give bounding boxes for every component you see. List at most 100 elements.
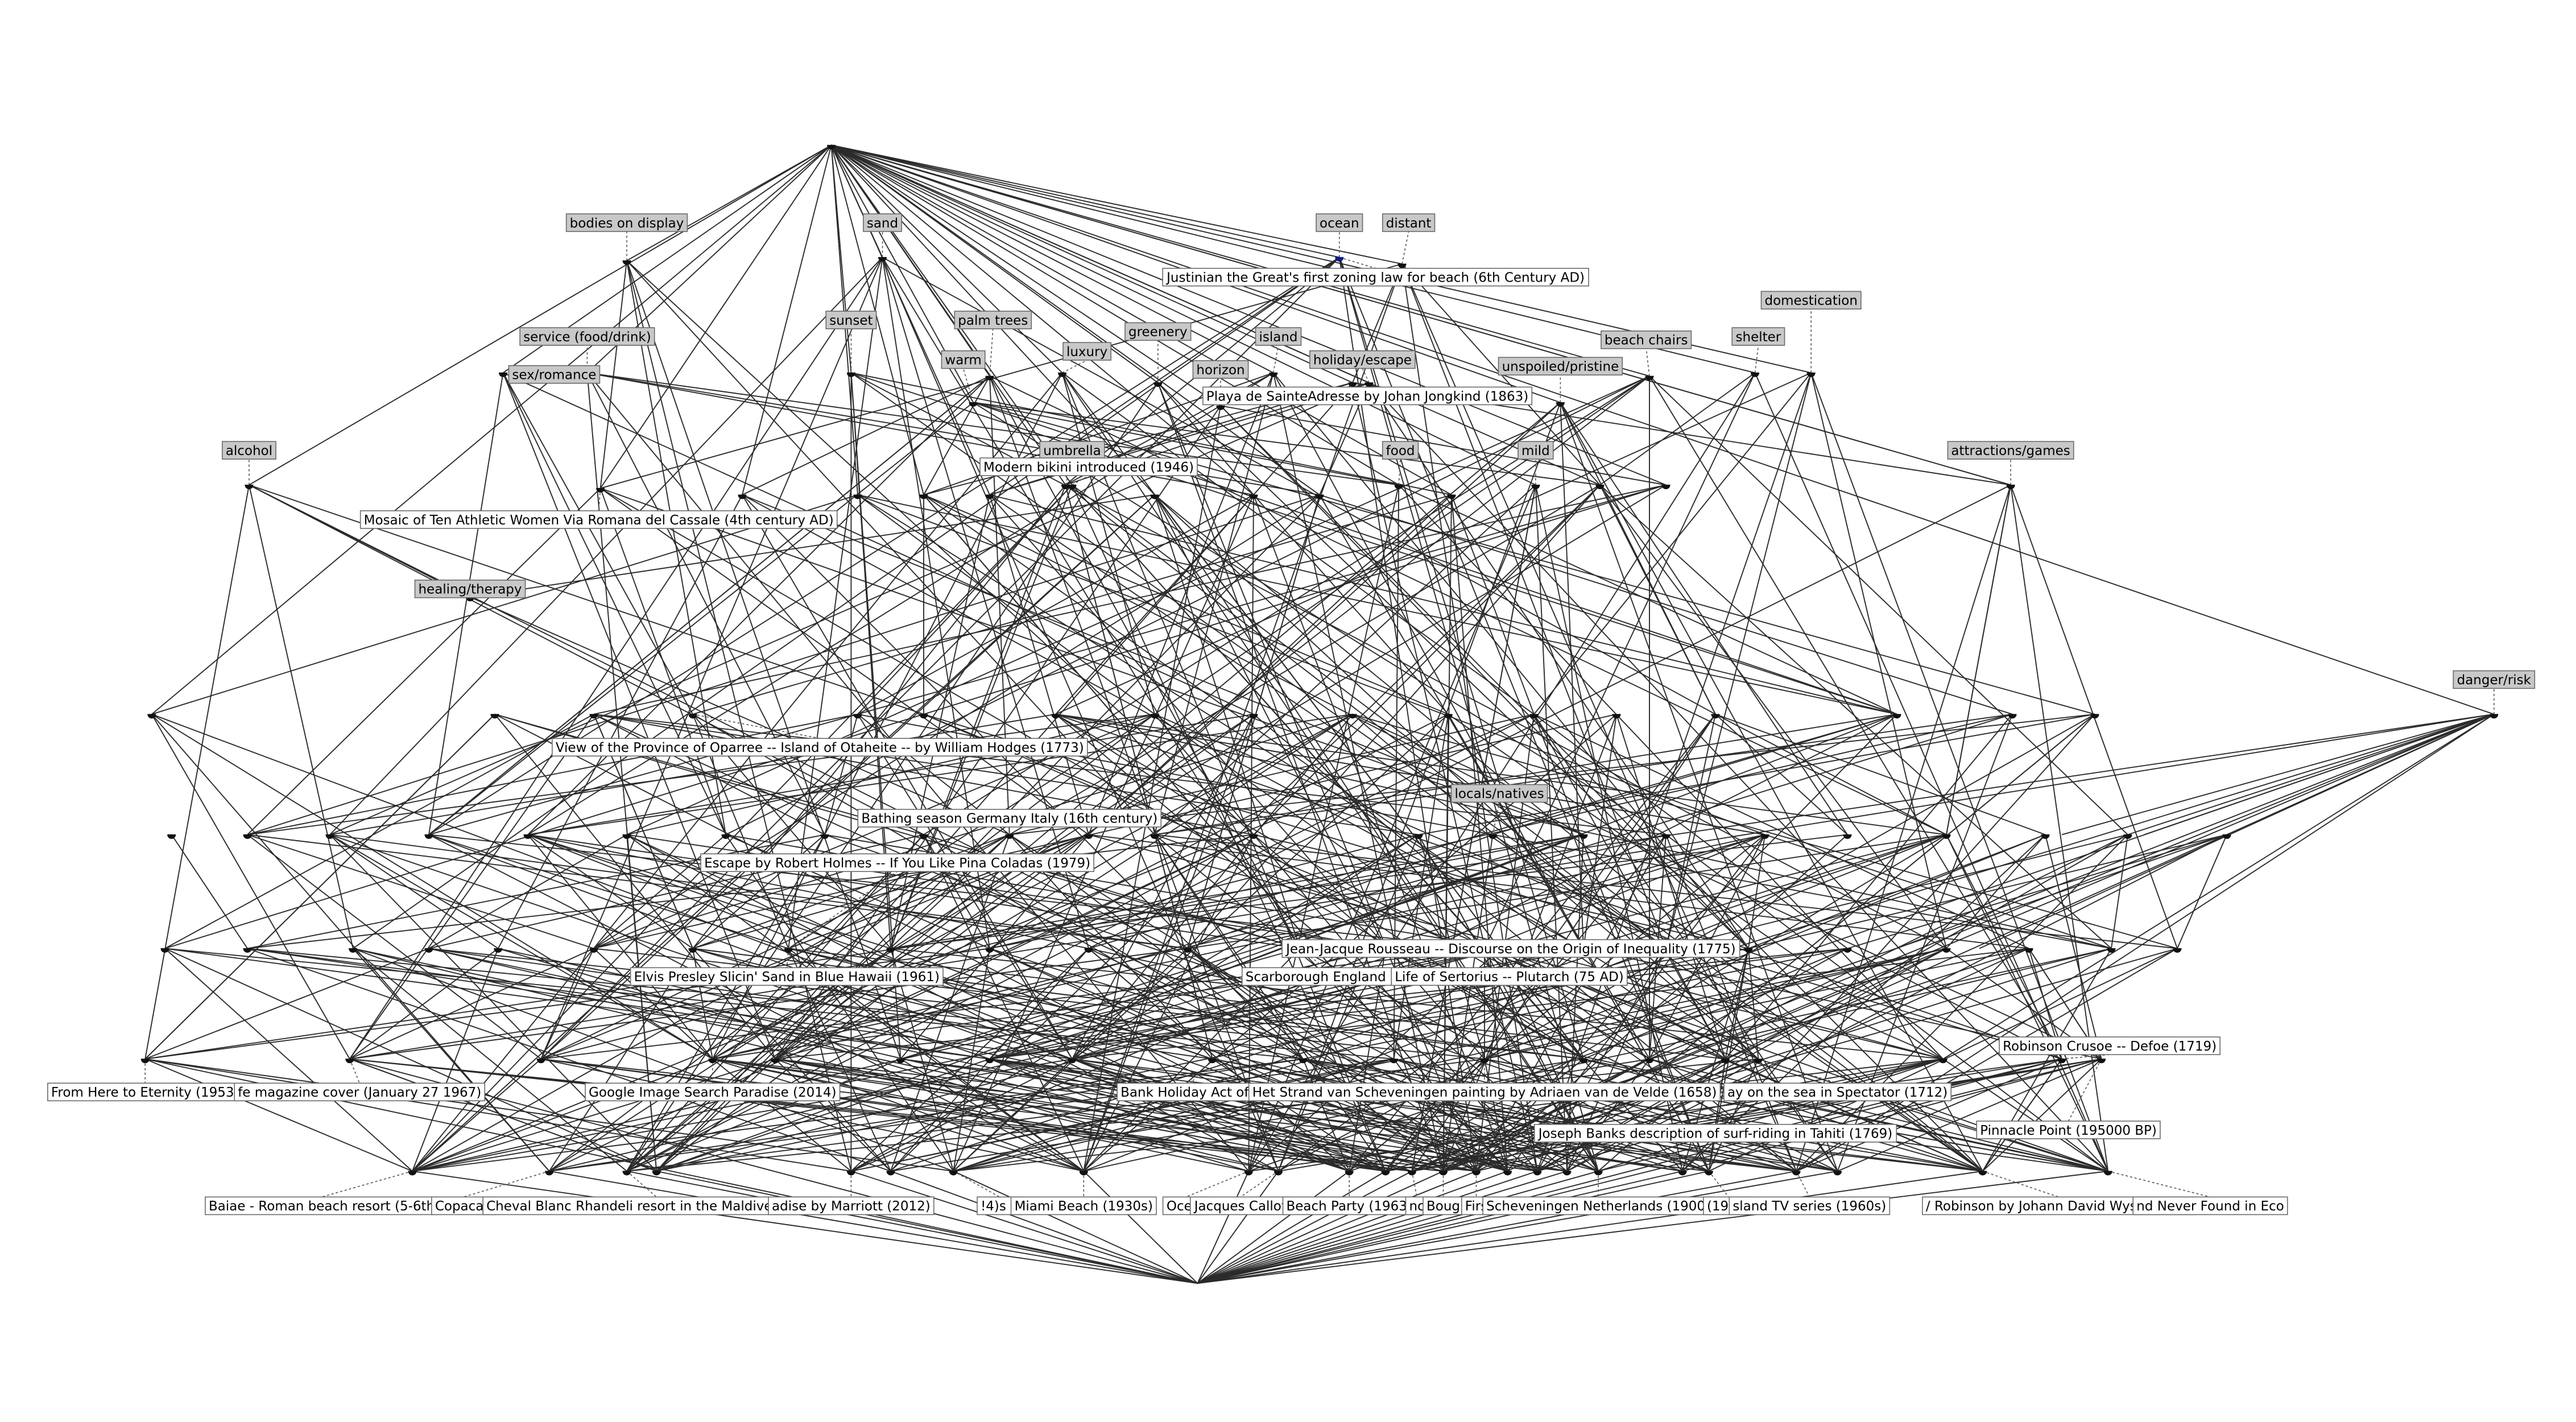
concept-node[interactable] bbox=[1183, 948, 1192, 953]
concept-node[interactable] bbox=[2222, 834, 2231, 839]
concept-node[interactable] bbox=[1335, 257, 1344, 262]
concept-node[interactable] bbox=[1249, 834, 1258, 839]
concept-node[interactable] bbox=[1594, 1171, 1603, 1176]
concept-node[interactable] bbox=[1208, 1059, 1217, 1064]
concept-node[interactable] bbox=[1273, 1171, 1283, 1176]
concept-node[interactable] bbox=[853, 714, 862, 719]
concept-node[interactable] bbox=[1005, 834, 1014, 839]
concept-node[interactable] bbox=[1365, 382, 1374, 387]
concept-node[interactable] bbox=[1754, 1059, 1763, 1064]
concept-node[interactable] bbox=[2123, 834, 2132, 839]
concept-node[interactable] bbox=[1704, 1171, 1713, 1176]
concept-node[interactable] bbox=[2057, 1059, 2066, 1064]
concept-node[interactable] bbox=[1645, 1059, 1654, 1064]
concept-node[interactable] bbox=[2107, 948, 2116, 953]
concept-node[interactable] bbox=[1150, 714, 1159, 719]
concept-node[interactable] bbox=[771, 1059, 780, 1064]
concept-node[interactable] bbox=[1978, 1171, 1987, 1176]
concept-node[interactable] bbox=[536, 1059, 545, 1064]
concept-node[interactable] bbox=[1471, 1171, 1481, 1176]
concept-node[interactable] bbox=[1751, 372, 1760, 377]
concept-node[interactable] bbox=[853, 494, 862, 499]
concept-node[interactable] bbox=[688, 714, 697, 719]
concept-node[interactable] bbox=[1269, 372, 1278, 377]
concept-node[interactable] bbox=[1678, 1171, 1687, 1176]
concept-node[interactable] bbox=[1579, 834, 1588, 839]
concept-node[interactable] bbox=[1051, 714, 1060, 719]
concept-node[interactable] bbox=[1503, 1171, 1512, 1176]
concept-node[interactable] bbox=[652, 1171, 661, 1176]
concept-node[interactable] bbox=[1447, 494, 1456, 499]
concept-node[interactable] bbox=[408, 1171, 417, 1176]
concept-node[interactable] bbox=[1562, 1171, 1572, 1176]
concept-node[interactable] bbox=[985, 1059, 994, 1064]
concept-node[interactable] bbox=[1389, 1059, 1399, 1064]
concept-node[interactable] bbox=[1407, 1171, 1416, 1176]
concept-node[interactable] bbox=[1531, 485, 1540, 490]
concept-node[interactable] bbox=[1084, 948, 1093, 953]
concept-node[interactable] bbox=[1068, 485, 1077, 490]
concept-node[interactable] bbox=[2097, 1059, 2106, 1064]
concept-node[interactable] bbox=[878, 257, 887, 262]
concept-node[interactable] bbox=[243, 834, 252, 839]
concept-node[interactable] bbox=[622, 260, 631, 265]
concept-node[interactable] bbox=[349, 948, 358, 953]
concept-node[interactable] bbox=[424, 948, 433, 953]
concept-node[interactable] bbox=[1153, 382, 1163, 387]
concept-node[interactable] bbox=[498, 372, 508, 377]
concept-node[interactable] bbox=[596, 487, 605, 493]
concept-node[interactable] bbox=[1833, 1171, 1842, 1176]
concept-node[interactable] bbox=[1315, 494, 1324, 499]
concept-node[interactable] bbox=[738, 494, 747, 499]
concept-node[interactable] bbox=[1661, 834, 1671, 839]
concept-node[interactable] bbox=[1806, 372, 1816, 377]
concept-node[interactable] bbox=[969, 402, 978, 407]
concept-node[interactable] bbox=[1348, 382, 1357, 387]
concept-node[interactable] bbox=[160, 948, 169, 953]
concept-node[interactable] bbox=[1058, 372, 1067, 377]
concept-node[interactable] bbox=[784, 948, 793, 953]
concept-node[interactable] bbox=[1645, 375, 1654, 381]
concept-node[interactable] bbox=[721, 834, 730, 839]
concept-node[interactable] bbox=[494, 948, 503, 953]
concept-node[interactable] bbox=[708, 1059, 717, 1064]
concept-node[interactable] bbox=[545, 1171, 554, 1176]
concept-node[interactable] bbox=[2041, 834, 2050, 839]
concept-node[interactable] bbox=[985, 375, 994, 381]
concept-node[interactable] bbox=[1612, 714, 1621, 719]
concept-node[interactable] bbox=[1394, 485, 1403, 490]
concept-node[interactable] bbox=[2103, 1171, 2112, 1176]
concept-node[interactable] bbox=[167, 834, 176, 839]
concept-node[interactable] bbox=[1760, 834, 1769, 839]
concept-node[interactable] bbox=[345, 1059, 354, 1064]
concept-node[interactable] bbox=[985, 494, 994, 499]
concept-node[interactable] bbox=[1348, 714, 1357, 719]
concept-node[interactable] bbox=[1079, 1171, 1088, 1176]
concept-node[interactable] bbox=[1843, 834, 1852, 839]
concept-node[interactable] bbox=[1661, 485, 1671, 490]
concept-node[interactable] bbox=[919, 714, 928, 719]
concept-node[interactable] bbox=[1556, 402, 1565, 407]
concept-node[interactable] bbox=[820, 834, 829, 839]
concept-node[interactable] bbox=[1488, 834, 1498, 839]
concept-node[interactable] bbox=[245, 485, 254, 490]
concept-node[interactable] bbox=[622, 1171, 631, 1176]
concept-node[interactable] bbox=[1150, 834, 1159, 839]
concept-node[interactable] bbox=[490, 714, 499, 719]
concept-node[interactable] bbox=[1444, 714, 1453, 719]
concept-node[interactable] bbox=[1414, 834, 1423, 839]
concept-node[interactable] bbox=[1595, 485, 1605, 490]
concept-node[interactable] bbox=[1438, 1171, 1448, 1176]
concept-node[interactable] bbox=[1150, 494, 1159, 499]
concept-node[interactable] bbox=[886, 948, 895, 953]
concept-node[interactable] bbox=[1529, 714, 1539, 719]
concept-node[interactable] bbox=[2090, 714, 2099, 719]
concept-node[interactable] bbox=[1480, 1059, 1489, 1064]
concept-node[interactable] bbox=[1942, 834, 1951, 839]
concept-node[interactable] bbox=[1721, 1059, 1730, 1064]
concept-node[interactable] bbox=[243, 948, 252, 953]
concept-node[interactable] bbox=[1397, 263, 1407, 268]
concept-node[interactable] bbox=[2173, 948, 2182, 953]
concept-node[interactable] bbox=[589, 714, 598, 719]
concept-node[interactable] bbox=[846, 1171, 855, 1176]
